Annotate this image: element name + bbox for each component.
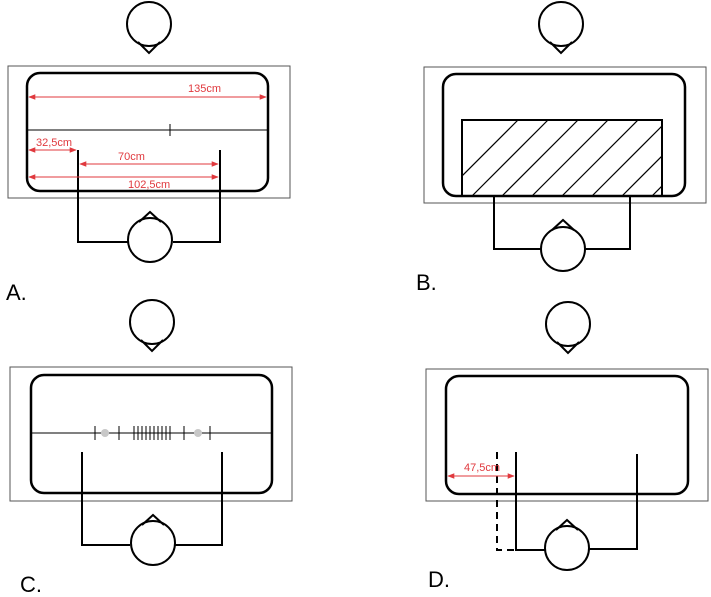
panel-c: C.: [9, 299, 293, 597]
outer-frame-d: [425, 368, 709, 502]
bottom-node-c: [130, 513, 176, 566]
dimension-label-left-offset-a: 32,5cm: [36, 137, 72, 149]
outer-frame-c: [9, 366, 293, 502]
panel-b: B.: [416, 1, 707, 295]
panel-d: 47,5cm D.: [425, 301, 709, 592]
top-node-b: [538, 1, 584, 55]
marker-dot-right-c: [194, 429, 202, 437]
bottom-node-d: [544, 518, 590, 571]
top-node-a: [126, 1, 172, 55]
rounded-box-d: [444, 374, 690, 496]
bottom-node-b: [540, 218, 586, 272]
panel-letter-a: A.: [6, 280, 27, 305]
dimension-label-outer-span-a: 102,5cm: [128, 179, 170, 191]
bottom-wire-b: [493, 196, 631, 250]
panel-letter-b: B.: [416, 270, 437, 295]
rounded-box-c: [29, 373, 274, 495]
tick-marks-c: [94, 426, 211, 440]
top-node-c: [129, 299, 175, 353]
dimension-label-inner-span-a: 70cm: [118, 151, 145, 163]
outer-frame-a: [7, 65, 291, 199]
rounded-box-b: [441, 72, 687, 198]
rounded-box-a: [25, 71, 270, 193]
outer-frame-b: [423, 66, 707, 204]
panel-letter-d: D.: [428, 567, 450, 592]
bottom-wire-a: [77, 150, 221, 243]
bottom-node-a: [127, 210, 173, 263]
dimension-lines-a: [28, 94, 267, 180]
top-node-d: [545, 301, 591, 355]
dimension-label-left-offset-d: 47,5cm: [464, 462, 500, 474]
bottom-wire-c: [81, 452, 223, 546]
dashed-wire-d: [496, 452, 545, 551]
marker-dot-left-c: [101, 429, 109, 437]
hatched-region-b: [461, 119, 663, 197]
panel-a: 135cm 32,5cm 70cm 102,5cm A.: [6, 1, 291, 305]
panel-letter-c: C.: [20, 572, 42, 597]
dimension-label-overall-a: 135cm: [188, 83, 221, 95]
